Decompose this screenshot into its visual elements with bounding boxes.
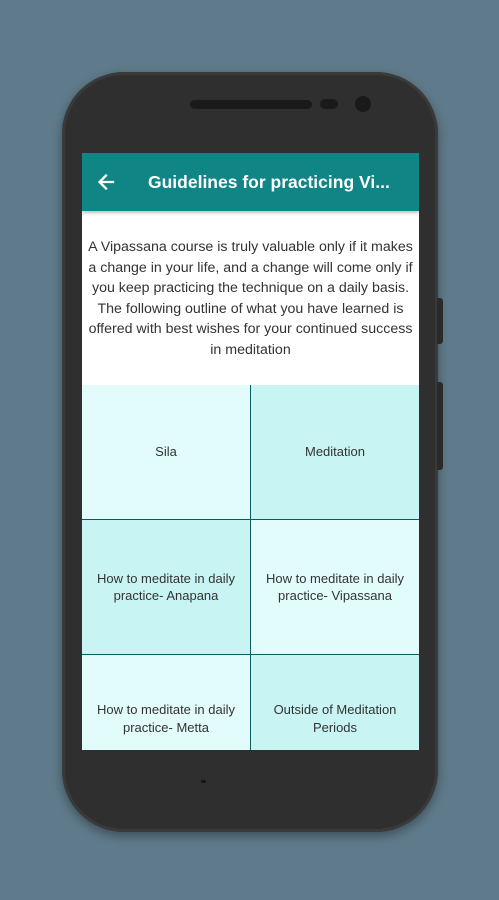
- tile-meditation[interactable]: Meditation: [251, 385, 419, 519]
- back-button[interactable]: [82, 153, 130, 211]
- tile-vipassana[interactable]: How to meditate in daily practice- Vipas…: [251, 520, 419, 654]
- page-title: Guidelines for practicing Vi...: [148, 171, 390, 192]
- topics-grid: Sila Meditation How to meditate in daily…: [82, 385, 419, 750]
- phone-speaker: [190, 100, 312, 109]
- arrow-back-icon: [97, 173, 115, 191]
- app-bar: Guidelines for practicing Vi...: [82, 153, 419, 211]
- tile-sila[interactable]: Sila: [82, 385, 250, 519]
- phone-side-button-power: [437, 298, 443, 344]
- phone-microphone: [201, 780, 206, 783]
- tile-metta[interactable]: How to meditate in daily practice- Metta: [82, 655, 250, 750]
- tile-label: How to meditate in daily practice- Metta: [96, 702, 235, 735]
- tile-label: Sila: [155, 444, 177, 460]
- phone-sensor: [320, 99, 338, 109]
- phone-side-button-volume: [437, 382, 443, 470]
- tile-label: How to meditate in daily practice- Anapa…: [96, 570, 235, 604]
- tile-label: How to meditate in daily practice- Vipas…: [265, 570, 404, 604]
- intro-text: A Vipassana course is truly valuable onl…: [88, 239, 413, 358]
- app-screen: Guidelines for practicing Vi... A Vipass…: [82, 153, 419, 750]
- phone-front-camera: [355, 96, 371, 112]
- tile-label: Outside of Meditation Periods: [273, 702, 397, 735]
- tile-label: Meditation: [305, 444, 365, 460]
- tile-anapana[interactable]: How to meditate in daily practice- Anapa…: [82, 520, 250, 654]
- tile-outside-meditation[interactable]: Outside of Meditation Periods: [251, 655, 419, 750]
